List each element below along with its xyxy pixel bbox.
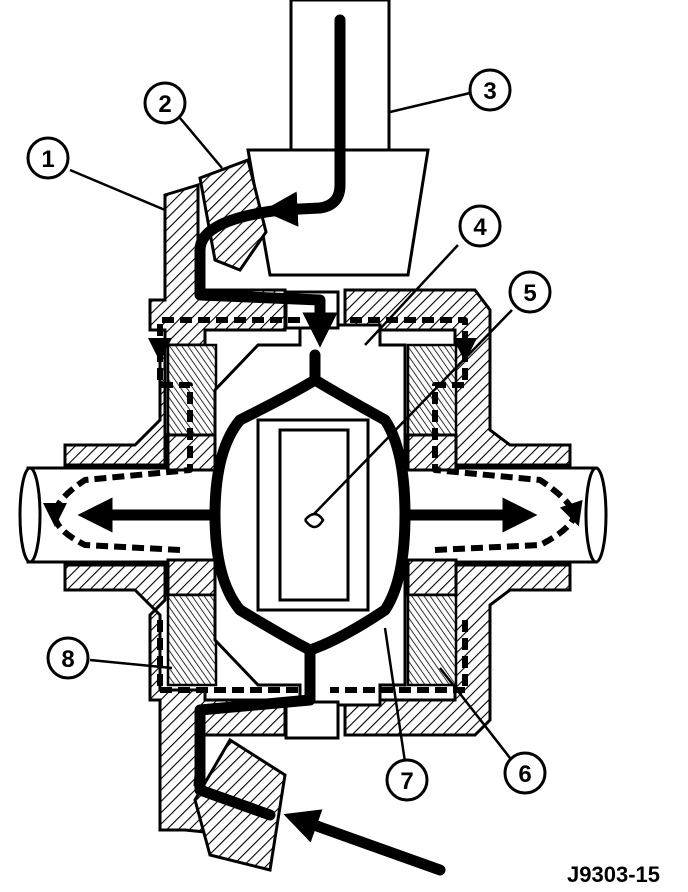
- svg-text:7: 7: [400, 768, 413, 795]
- callout-leaders: [69, 91, 513, 763]
- callout-7: 7: [385, 758, 429, 802]
- callout-6: 6: [503, 751, 547, 795]
- callout-1: 1: [26, 136, 70, 180]
- differential-case-left: [63, 182, 287, 837]
- svg-text:1: 1: [41, 146, 54, 173]
- callout-5: 5: [508, 270, 552, 314]
- callout-3: 3: [468, 68, 512, 112]
- figure-id: J9303-15: [567, 862, 660, 887]
- svg-text:4: 4: [473, 214, 487, 241]
- svg-text:2: 2: [158, 91, 171, 118]
- svg-text:5: 5: [523, 280, 536, 307]
- svg-text:6: 6: [518, 761, 531, 788]
- svg-text:8: 8: [61, 646, 74, 673]
- torque-flow-solid: [77, 14, 538, 876]
- svg-text:3: 3: [483, 78, 496, 105]
- clutch-pack-left-lower: [166, 558, 218, 687]
- callout-4: 4: [458, 204, 502, 248]
- torque-flow-dashed: [43, 317, 583, 693]
- clutch-pack-right-lower: [406, 558, 458, 687]
- callout-8: 8: [46, 636, 90, 680]
- differential-case-right: [343, 288, 572, 737]
- callout-2: 2: [143, 81, 187, 125]
